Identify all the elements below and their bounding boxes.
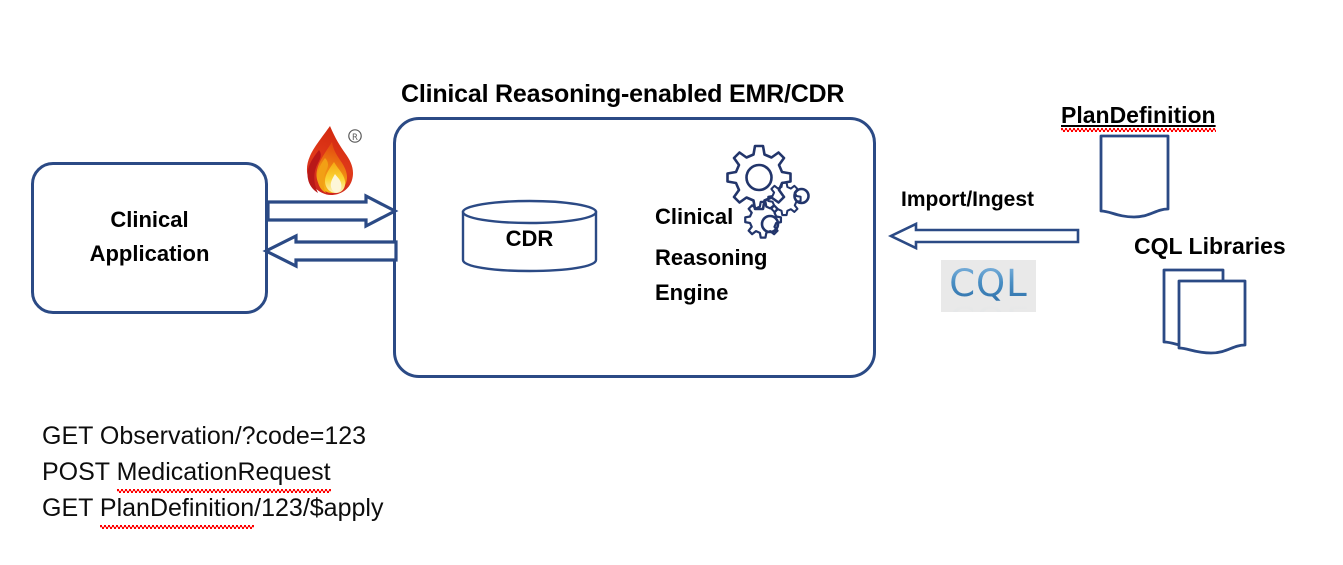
request-line-3: GET PlanDefinition/123/$apply: [42, 490, 384, 529]
clinical-reasoning-engine-label-line2: Reasoning: [655, 245, 768, 270]
diagram-title: Clinical Reasoning-enabled EMR/CDR: [401, 80, 845, 108]
cql-logo: CQL CQL: [941, 260, 1036, 312]
gears-icon: [714, 140, 824, 252]
plan-definition-label-text: PlanDefinition: [1061, 102, 1216, 132]
arrow-import-ingest: [887, 221, 1080, 251]
request-3-method: GET: [42, 494, 93, 522]
cdr-label: CDR: [505, 226, 554, 251]
cql-logo-text: CQL: [941, 264, 1036, 304]
request-line-2: POST MedicationRequest: [42, 454, 383, 493]
request-2-method: POST: [42, 458, 110, 486]
plan-definition-document-icon: [1098, 133, 1176, 219]
cql-libraries-label: CQL Libraries: [1134, 233, 1286, 259]
request-3-suffix: /123/$apply: [254, 494, 384, 522]
request-3-resource: PlanDefinition: [99, 490, 255, 529]
clinical-application-label-line2: Application: [89, 241, 210, 266]
request-3-space: [93, 494, 100, 522]
cql-logo-reflection: CQL: [941, 297, 1036, 312]
clinical-application-label-line1: Clinical: [110, 207, 189, 232]
arrow-emr-to-app: [262, 233, 398, 269]
request-1-method: GET: [42, 422, 93, 450]
database-cylinder-icon: [461, 199, 598, 273]
request-2-resource: MedicationRequest: [116, 454, 331, 493]
request-1-path: Observation/?code=123: [92, 422, 367, 450]
cql-libraries-document-icon: [1161, 267, 1257, 357]
clinical-reasoning-engine-label-line1: Clinical: [655, 204, 734, 229]
svg-text:R: R: [352, 133, 358, 143]
request-list: GET Observation/?code=123 POST Medicatio…: [42, 418, 384, 529]
clinical-application-node[interactable]: [31, 162, 268, 314]
request-2-space: [110, 458, 117, 486]
clinical-reasoning-engine-label-line3: Engine: [655, 280, 729, 305]
plan-definition-label: PlanDefinition: [1061, 102, 1216, 132]
import-ingest-label: Import/Ingest: [901, 188, 1035, 211]
fhir-flame-icon: R: [300, 122, 362, 200]
request-line-1: GET Observation/?code=123: [42, 418, 383, 454]
arrow-app-to-emr: [266, 193, 399, 229]
